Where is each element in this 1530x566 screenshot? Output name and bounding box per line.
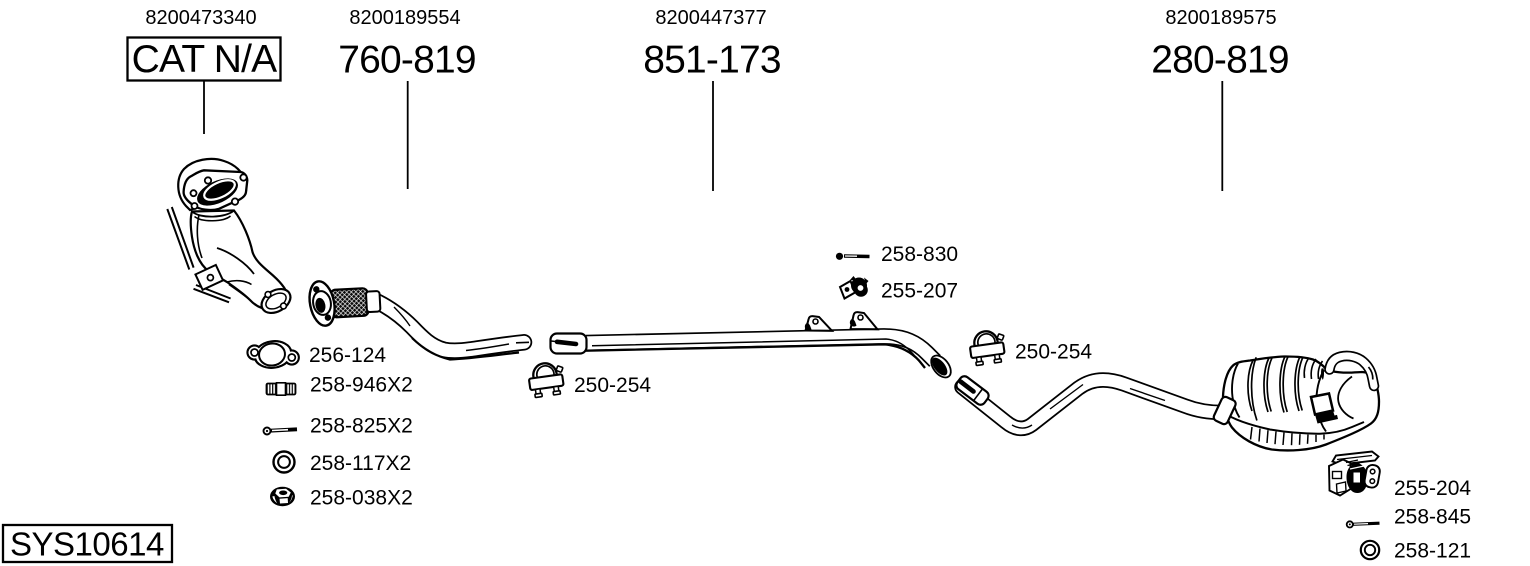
svg-text:8200189575: 8200189575	[1165, 7, 1276, 29]
svg-text:250-254: 250-254	[1015, 341, 1092, 364]
svg-text:280-819: 280-819	[1151, 39, 1289, 82]
svg-text:760-819: 760-819	[338, 39, 476, 82]
svg-text:SYS10614: SYS10614	[10, 526, 164, 563]
svg-text:258-117X2: 258-117X2	[310, 452, 411, 475]
svg-text:8200189554: 8200189554	[349, 7, 460, 29]
svg-text:CAT N/A: CAT N/A	[132, 38, 277, 81]
svg-text:250-254: 250-254	[574, 374, 651, 397]
svg-text:258-946X2: 258-946X2	[310, 374, 413, 397]
svg-text:258-845: 258-845	[1394, 506, 1471, 529]
svg-text:256-124: 256-124	[309, 344, 386, 367]
svg-text:258-830: 258-830	[881, 243, 958, 266]
svg-text:255-204: 255-204	[1394, 477, 1471, 500]
svg-text:258-121: 258-121	[1394, 540, 1471, 563]
svg-text:255-207: 255-207	[881, 280, 958, 303]
svg-text:8200447377: 8200447377	[655, 7, 766, 29]
svg-text:8200473340: 8200473340	[145, 7, 256, 29]
svg-text:851-173: 851-173	[643, 39, 781, 82]
svg-text:258-825X2: 258-825X2	[310, 415, 413, 438]
svg-text:258-038X2: 258-038X2	[310, 487, 413, 510]
